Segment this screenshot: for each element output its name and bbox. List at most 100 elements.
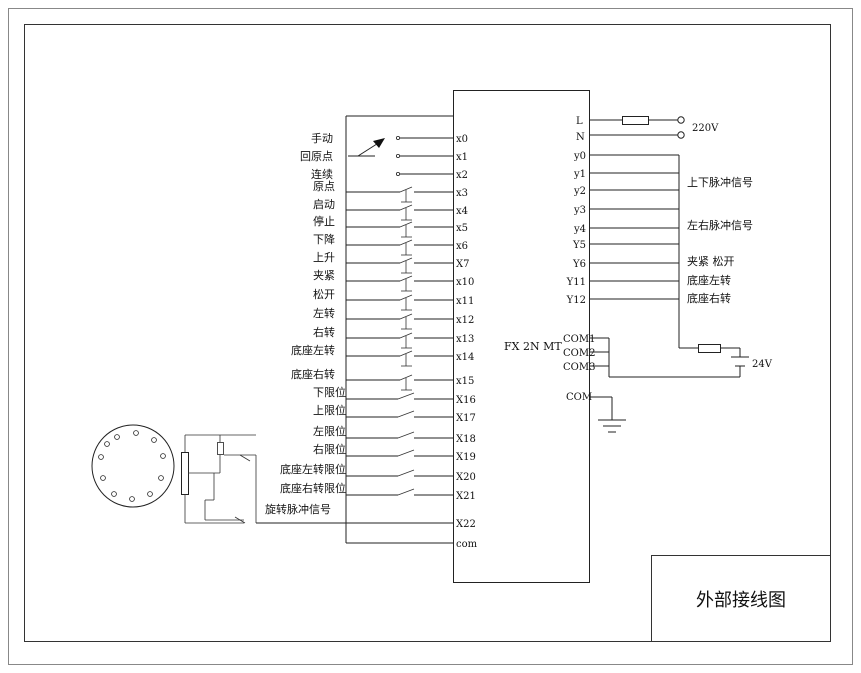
plc-body [453,90,590,583]
output-pin: Y12 [566,295,586,306]
button-pin: x14 [456,352,474,363]
selector-label: 连续 [311,167,333,181]
output-pin: y0 [573,151,586,162]
button-pin: x12 [456,315,474,326]
selector-pin: x1 [456,152,468,163]
pulse-signal-row: 旋转脉冲信号 X22 [256,502,476,530]
limit-pin: X17 [456,413,476,424]
power-supply: L N 220V [576,116,719,143]
limit-contact [397,392,415,400]
output-pin: y1 [573,169,586,180]
limit-switch-rows: 下限位X16上限位X17左限位X18右限位X19底座左转限位X20底座右转限位X… [280,385,476,502]
button-label: 夹紧 [313,269,335,282]
button-pin: x11 [456,296,474,307]
button-contact [399,275,413,282]
power-l-pin: L [576,116,583,127]
selector-pin: x2 [456,170,468,181]
button-contact [399,221,413,228]
limit-label: 底座右转限位 [280,481,346,495]
limit-label: 上限位 [313,403,346,417]
rotary-encoder-disc [91,424,175,508]
button-pin: x4 [456,206,468,217]
output-label-base-left: 底座左转 [687,273,731,287]
output-pin: y4 [573,224,586,235]
output-pin: Y6 [572,259,586,270]
button-label: 下降 [313,232,335,246]
com2-pin: COM2 [563,348,595,359]
limit-label: 下限位 [313,385,346,399]
output-pin: Y5 [572,240,586,251]
output-pin: Y11 [566,277,586,288]
limit-contact [397,449,415,457]
button-label: 底座右转 [291,367,335,381]
button-label: 原点 [313,180,335,193]
limit-label: 右限位 [313,442,346,456]
button-label: 松开 [313,287,335,301]
button-contact [399,374,413,381]
button-contact [399,204,413,211]
button-pin: x13 [456,334,474,345]
limit-pin: X19 [456,452,476,463]
limit-pin: X21 [456,491,476,502]
button-label: 启动 [313,198,335,211]
output-label-updown-pulse: 上下脉冲信号 [687,175,753,189]
button-contact [399,350,413,357]
output-label-clamp-release: 夹紧 松开 [687,254,735,268]
limit-label: 底座左转限位 [280,462,346,476]
button-label: 底座左转 [291,343,335,357]
pulse-signal-label: 旋转脉冲信号 [265,502,331,516]
output-label-base-right: 底座右转 [687,291,731,305]
com1-pin: COM1 [563,334,595,345]
output-common-circuit: COM1 COM2 COM3 24V [563,155,773,378]
selector-contact [395,171,400,176]
button-contact [399,186,413,193]
limit-contact [397,431,415,439]
limit-pin: X18 [456,434,476,445]
selector-contact [395,153,400,158]
mode-selector-switch [348,138,385,157]
pulse-signal-pin: X22 [456,519,476,530]
button-label: 上升 [313,251,335,264]
button-contact [399,239,413,246]
output-pin: y2 [573,186,586,197]
power-n-pin: N [576,132,585,143]
ground-com-pin: COM [566,392,592,403]
limit-contact [397,410,415,418]
button-pin: x15 [456,376,474,387]
limit-contact [397,469,415,477]
selector-label: 回原点 [300,150,333,163]
button-label: 右转 [313,325,335,339]
dc-voltage: 24V [752,359,773,370]
button-pin: x10 [456,277,474,288]
title-block [651,555,831,642]
output-labels: 上下脉冲信号 左右脉冲信号 夹紧 松开 底座左转 底座右转 [687,175,753,305]
selector-rows: 手动 x0 回原点 x1 连续 x2 [300,131,468,181]
pulse-sensor [181,434,257,524]
push-button-rows: 原点x3启动x4停止x5下降x6上升X7夹紧x10松开x11左转x12右转x13… [291,180,474,391]
output-label-leftright-pulse: 左右脉冲信号 [687,218,753,232]
selector-contact [395,135,400,140]
button-label: 左转 [313,306,335,320]
ground-circuit: COM [566,392,626,433]
inner-border [24,24,831,642]
button-contact [399,294,413,301]
limit-contact [397,488,415,496]
outer-border [8,8,853,665]
button-pin: x5 [456,223,468,234]
fuse-220v [622,116,649,125]
selector-label: 手动 [311,131,333,145]
fuse-24v [698,344,721,353]
com3-pin: COM3 [563,362,595,373]
input-common-pin: com [456,539,478,550]
selector-pin: x0 [456,134,468,145]
power-voltage: 220V [692,123,719,134]
button-contact [399,332,413,339]
plc-model-label: FX 2N MT [504,340,562,353]
button-pin: x3 [456,188,468,199]
button-pin: X7 [456,259,469,270]
limit-pin: X20 [456,472,476,483]
limit-pin: X16 [456,395,476,406]
button-contact [399,257,413,264]
